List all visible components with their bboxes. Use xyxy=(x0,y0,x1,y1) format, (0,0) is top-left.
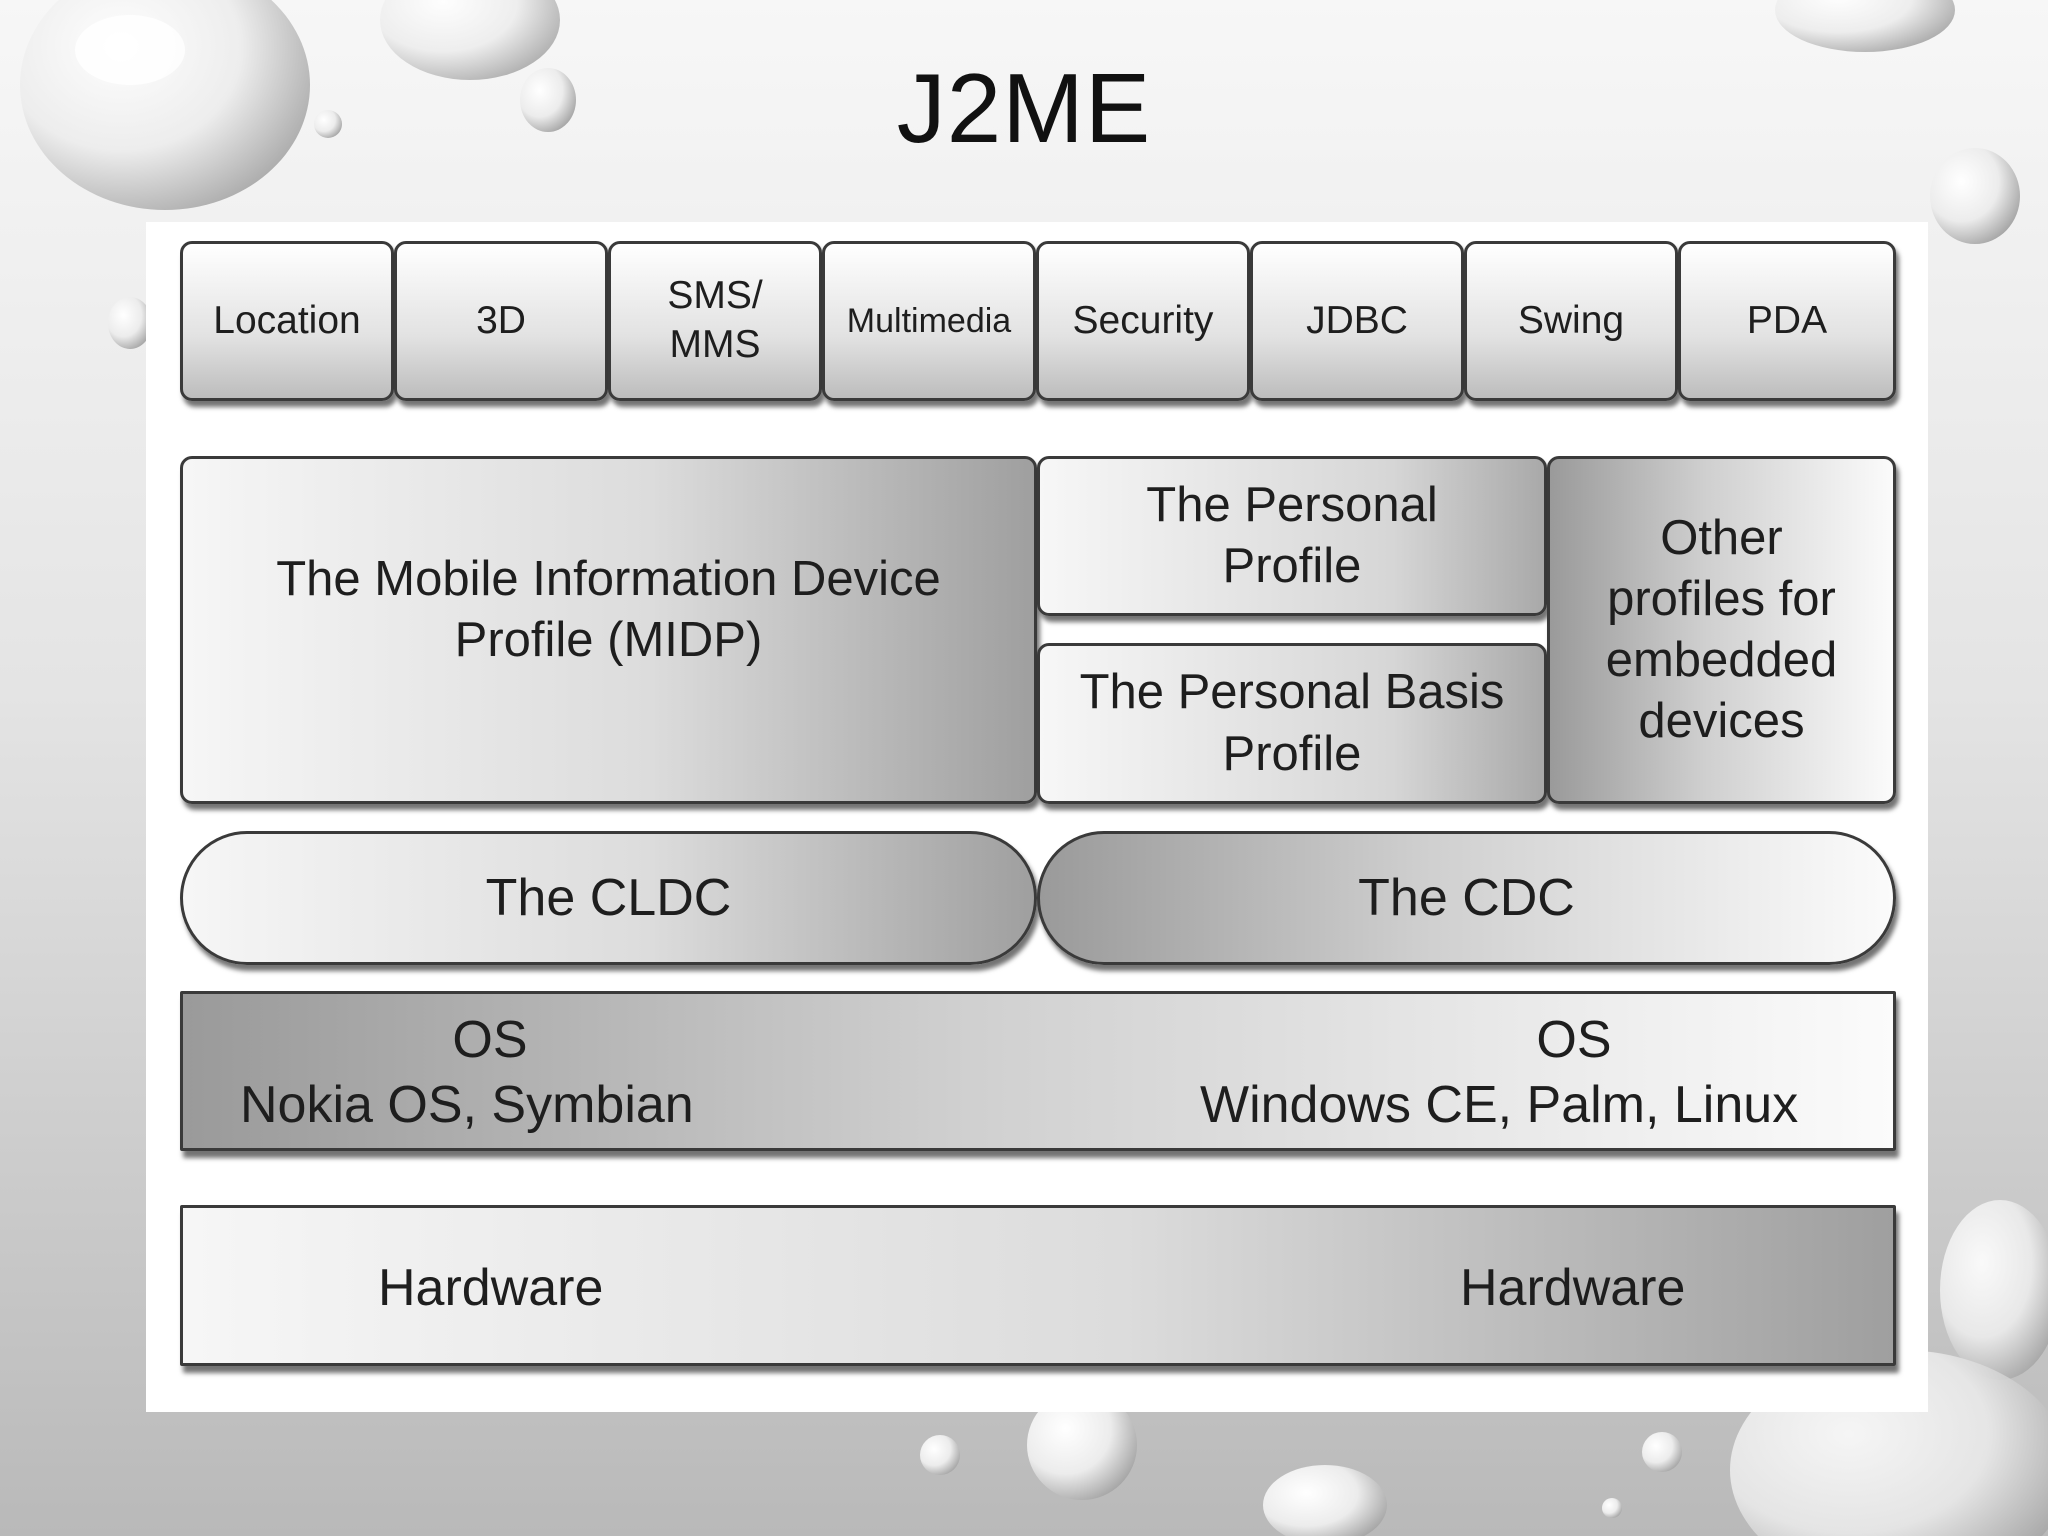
droplet-small-1 xyxy=(520,68,576,132)
profile-midp-label: The Mobile Information Device Profile (M… xyxy=(276,551,941,667)
configuration-cldc-label: The CLDC xyxy=(485,869,732,927)
hardware-left-label: Hardware xyxy=(378,1259,604,1317)
os-left-group: OS xyxy=(240,1008,740,1073)
api-pda-label: PDA xyxy=(1746,298,1828,342)
configuration-cdc-label: The CDC xyxy=(1358,869,1575,927)
api-multimedia: Multimedia xyxy=(822,241,1036,401)
profile-personal: The Personal Profile xyxy=(1037,456,1547,616)
api-multimedia-label: Multimedia xyxy=(846,301,1012,340)
profile-personal-label: The Personal Profile xyxy=(1146,477,1438,593)
profile-personal-basis-label: The Personal Basis Profile xyxy=(1079,665,1505,781)
profile-midp: The Mobile Information Device Profile (M… xyxy=(180,456,1037,804)
api-pda: PDA xyxy=(1678,241,1896,401)
api-3d: 3D xyxy=(394,241,608,401)
droplet-small-2 xyxy=(314,110,342,138)
configuration-cdc: The CDC xyxy=(1037,831,1896,965)
api-sms-mms: SMS/ MMS xyxy=(608,241,822,401)
os-left-detail: Nokia OS, Symbian xyxy=(240,1076,694,1134)
api-swing: Swing xyxy=(1464,241,1678,401)
configuration-cldc: The CLDC xyxy=(180,831,1037,965)
api-jdbc-label: JDBC xyxy=(1306,298,1408,342)
hardware-layer xyxy=(180,1205,1896,1366)
api-swing-label: Swing xyxy=(1517,298,1625,342)
api-location-label: Location xyxy=(213,298,361,342)
os-left-heading: OS xyxy=(452,1011,528,1069)
api-3d-label: 3D xyxy=(476,298,526,342)
droplet-right-upper xyxy=(1930,148,2020,244)
api-security-label: Security xyxy=(1072,298,1214,342)
droplet-top-right xyxy=(1775,0,1955,52)
droplet-right-lower xyxy=(1940,1200,2048,1380)
profile-personal-basis: The Personal Basis Profile xyxy=(1037,643,1547,804)
os-layer xyxy=(180,991,1896,1151)
api-security: Security xyxy=(1036,241,1250,401)
api-jdbc: JDBC xyxy=(1250,241,1464,401)
hardware-right-label: Hardware xyxy=(1460,1259,1686,1317)
profile-other-embedded: Other profiles for embedded devices xyxy=(1547,456,1896,804)
droplet-top-left-2 xyxy=(380,0,560,80)
api-sms-mms-label: SMS/ MMS xyxy=(667,274,763,366)
slide-title: J2ME xyxy=(896,53,1152,163)
droplet-top-left xyxy=(20,0,310,210)
api-location: Location xyxy=(180,241,394,401)
profile-other-embedded-label: Other profiles for embedded devices xyxy=(1605,510,1838,749)
os-right-heading: OS xyxy=(1536,1011,1612,1069)
droplet-left-edge xyxy=(108,297,152,349)
os-right-detail: Windows CE, Palm, Linux xyxy=(1200,1076,1799,1134)
droplet-bottom-center xyxy=(920,1390,1682,1536)
